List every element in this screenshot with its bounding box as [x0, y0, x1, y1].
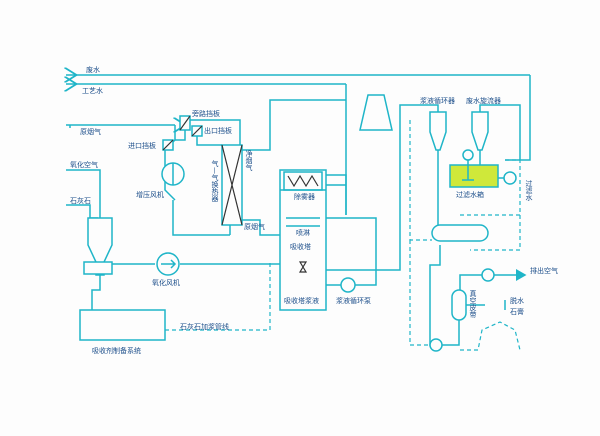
label-ww-cyclone: 废水旋流器 — [466, 97, 501, 105]
absorber — [279, 169, 346, 311]
slurry-tank — [431, 224, 489, 242]
label-filter-water: 过滤水 — [525, 180, 533, 201]
label-gas-gas-heater: 气—气换热器 — [211, 160, 219, 202]
label-slurry-circ-pump: 浆液循环泵 — [336, 297, 371, 305]
label-limestone: 石灰石 — [70, 197, 91, 205]
slurry-circulation-pump — [326, 217, 377, 293]
oxidation-air-line — [66, 169, 280, 265]
label-absorber: 吸收塔 — [290, 243, 311, 251]
waste-water-cyclone — [471, 104, 521, 165]
gas-gas-heater — [221, 144, 243, 226]
label-dewatered-gypsum-1: 脱水 — [510, 297, 524, 305]
inlet-damper — [162, 139, 174, 151]
filter-water-tank — [449, 149, 499, 188]
label-oxidation-fan: 氧化风机 — [152, 279, 180, 287]
label-filter-tank: 过滤水箱 — [456, 191, 484, 199]
label-absorber-slurry: 吸收塔浆液 — [284, 297, 319, 305]
gypsum-pump — [429, 338, 443, 352]
raw-flue-gas-line — [66, 125, 175, 140]
label-dewatered-gypsum-2: 石膏 — [510, 308, 524, 316]
label-waste-water: 废水 — [86, 66, 100, 74]
limestone-silo — [83, 217, 113, 310]
stack — [359, 94, 393, 131]
label-raw-flue-gas-2: 原烟气 — [244, 223, 265, 231]
label-bypass-damper: 旁路挡板 — [192, 110, 220, 118]
label-oxidation-air: 氧化空气 — [70, 161, 98, 169]
label-spray: 喷淋 — [296, 229, 310, 237]
label-limestone-feed-pipe: 石灰石加浆管线 — [180, 323, 229, 331]
label-booster-fan: 增压风机 — [136, 191, 164, 199]
label-exhaust-air: 排出空气 — [530, 267, 558, 275]
label-slurry-circulator: 浆液循环器 — [420, 97, 455, 105]
label-outlet-damper: 出口挡板 — [204, 127, 232, 135]
slurry-cyclone — [399, 104, 447, 250]
label-absorbent-prep: 吸收剂制备系统 — [92, 347, 141, 355]
oxidation-fan — [156, 252, 180, 276]
label-process-water: 工艺水 — [82, 87, 103, 95]
filter-water-pump — [498, 171, 517, 185]
booster-fan — [161, 139, 230, 236]
label-inlet-damper: 进口挡板 — [128, 142, 156, 150]
absorbent-prep-box — [79, 309, 166, 341]
label-raw-flue-gas: 原烟气 — [80, 128, 101, 136]
gypsum-pile — [460, 321, 521, 351]
label-vacuum-filter: 真空皮带 — [469, 290, 477, 318]
label-demister: 除雾器 — [294, 193, 315, 201]
label-clean-flue-gas: 净烟气 — [245, 150, 253, 171]
